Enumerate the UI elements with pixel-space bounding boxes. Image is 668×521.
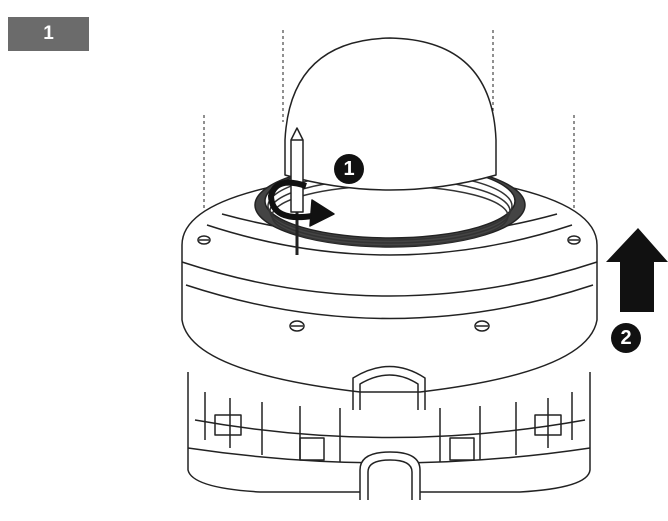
callout-number-2: 2 xyxy=(611,323,641,353)
dome-bubble xyxy=(284,37,497,191)
cover-screws xyxy=(197,235,581,332)
step-number-badge: 1 xyxy=(8,17,89,51)
step-number: 1 xyxy=(43,23,54,44)
arrow-up-icon xyxy=(606,228,668,312)
cable-gland xyxy=(359,451,421,500)
rotate-arrow-icon xyxy=(268,179,335,227)
mounting-base xyxy=(187,372,591,500)
dome-cover xyxy=(181,184,598,410)
callout-number-1: 1 xyxy=(334,154,364,184)
